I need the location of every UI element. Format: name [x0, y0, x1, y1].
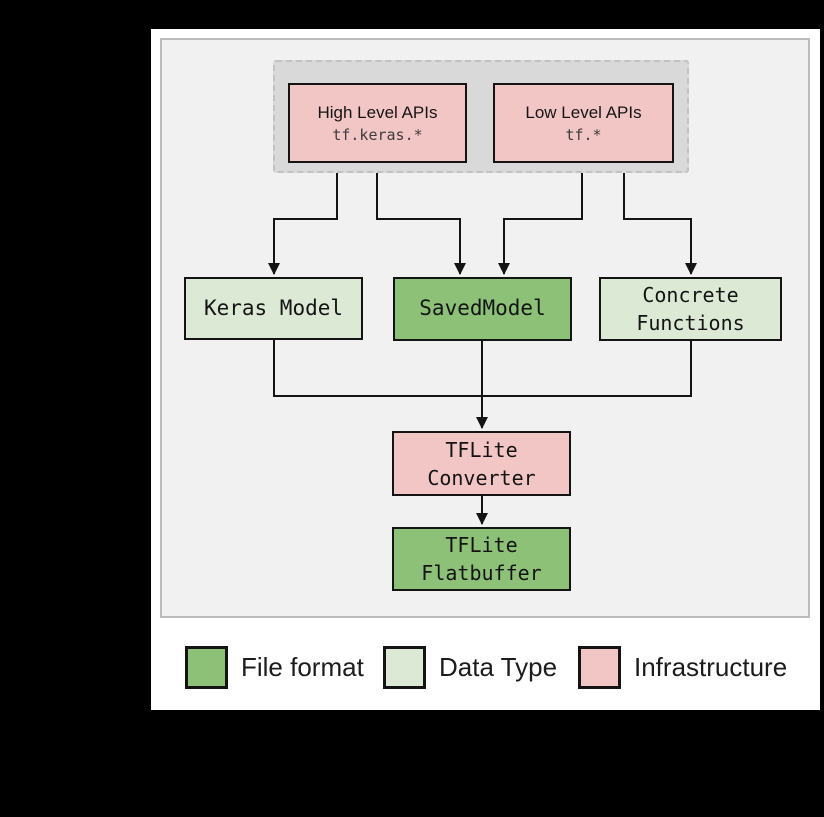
tflite-flatbuffer-label: TFLite Flatbuffer	[421, 533, 542, 585]
infrastructure-swatch	[578, 646, 621, 689]
data-type-swatch	[383, 646, 426, 689]
high-level-apis-code: tf.keras.*	[332, 126, 423, 145]
concrete-functions-label: Concrete Functions	[636, 283, 745, 335]
connector-lines	[268, 163, 697, 525]
legend-item-data-type: Data Type	[383, 646, 557, 689]
infrastructure-label: Infrastructure	[634, 652, 788, 682]
low-level-apis-code: tf.*	[565, 126, 602, 145]
legend-item-file-format: File format	[185, 646, 364, 689]
saved-model-label: SavedModel	[419, 296, 546, 321]
concrete-functions-node: Concrete Functions	[599, 277, 782, 341]
file-format-label: File format	[241, 652, 364, 682]
data-type-label: Data Type	[439, 652, 558, 682]
high-level-apis-title: High Level APIs	[317, 102, 438, 122]
saved-model-node: SavedModel	[393, 277, 572, 341]
tflite-flatbuffer-node: TFLite Flatbuffer	[392, 527, 571, 591]
tflite-converter-label: TFLite Converter	[427, 437, 536, 490]
legend-item-infrastructure: Infrastructure	[578, 646, 787, 689]
keras-model-node: Keras Model	[184, 277, 363, 340]
diagram-panel: High Level APIs tf.keras.* Low Level API…	[160, 38, 810, 618]
file-format-swatch	[185, 646, 228, 689]
document-page: High Level APIs tf.keras.* Low Level API…	[151, 29, 820, 710]
tflite-converter-node: TFLite Converter	[392, 431, 571, 496]
high-level-apis-node: High Level APIs tf.keras.*	[288, 83, 467, 163]
low-level-apis-title: Low Level APIs	[525, 102, 642, 122]
keras-model-label: Keras Model	[203, 295, 344, 320]
low-level-apis-node: Low Level APIs tf.*	[493, 83, 674, 163]
